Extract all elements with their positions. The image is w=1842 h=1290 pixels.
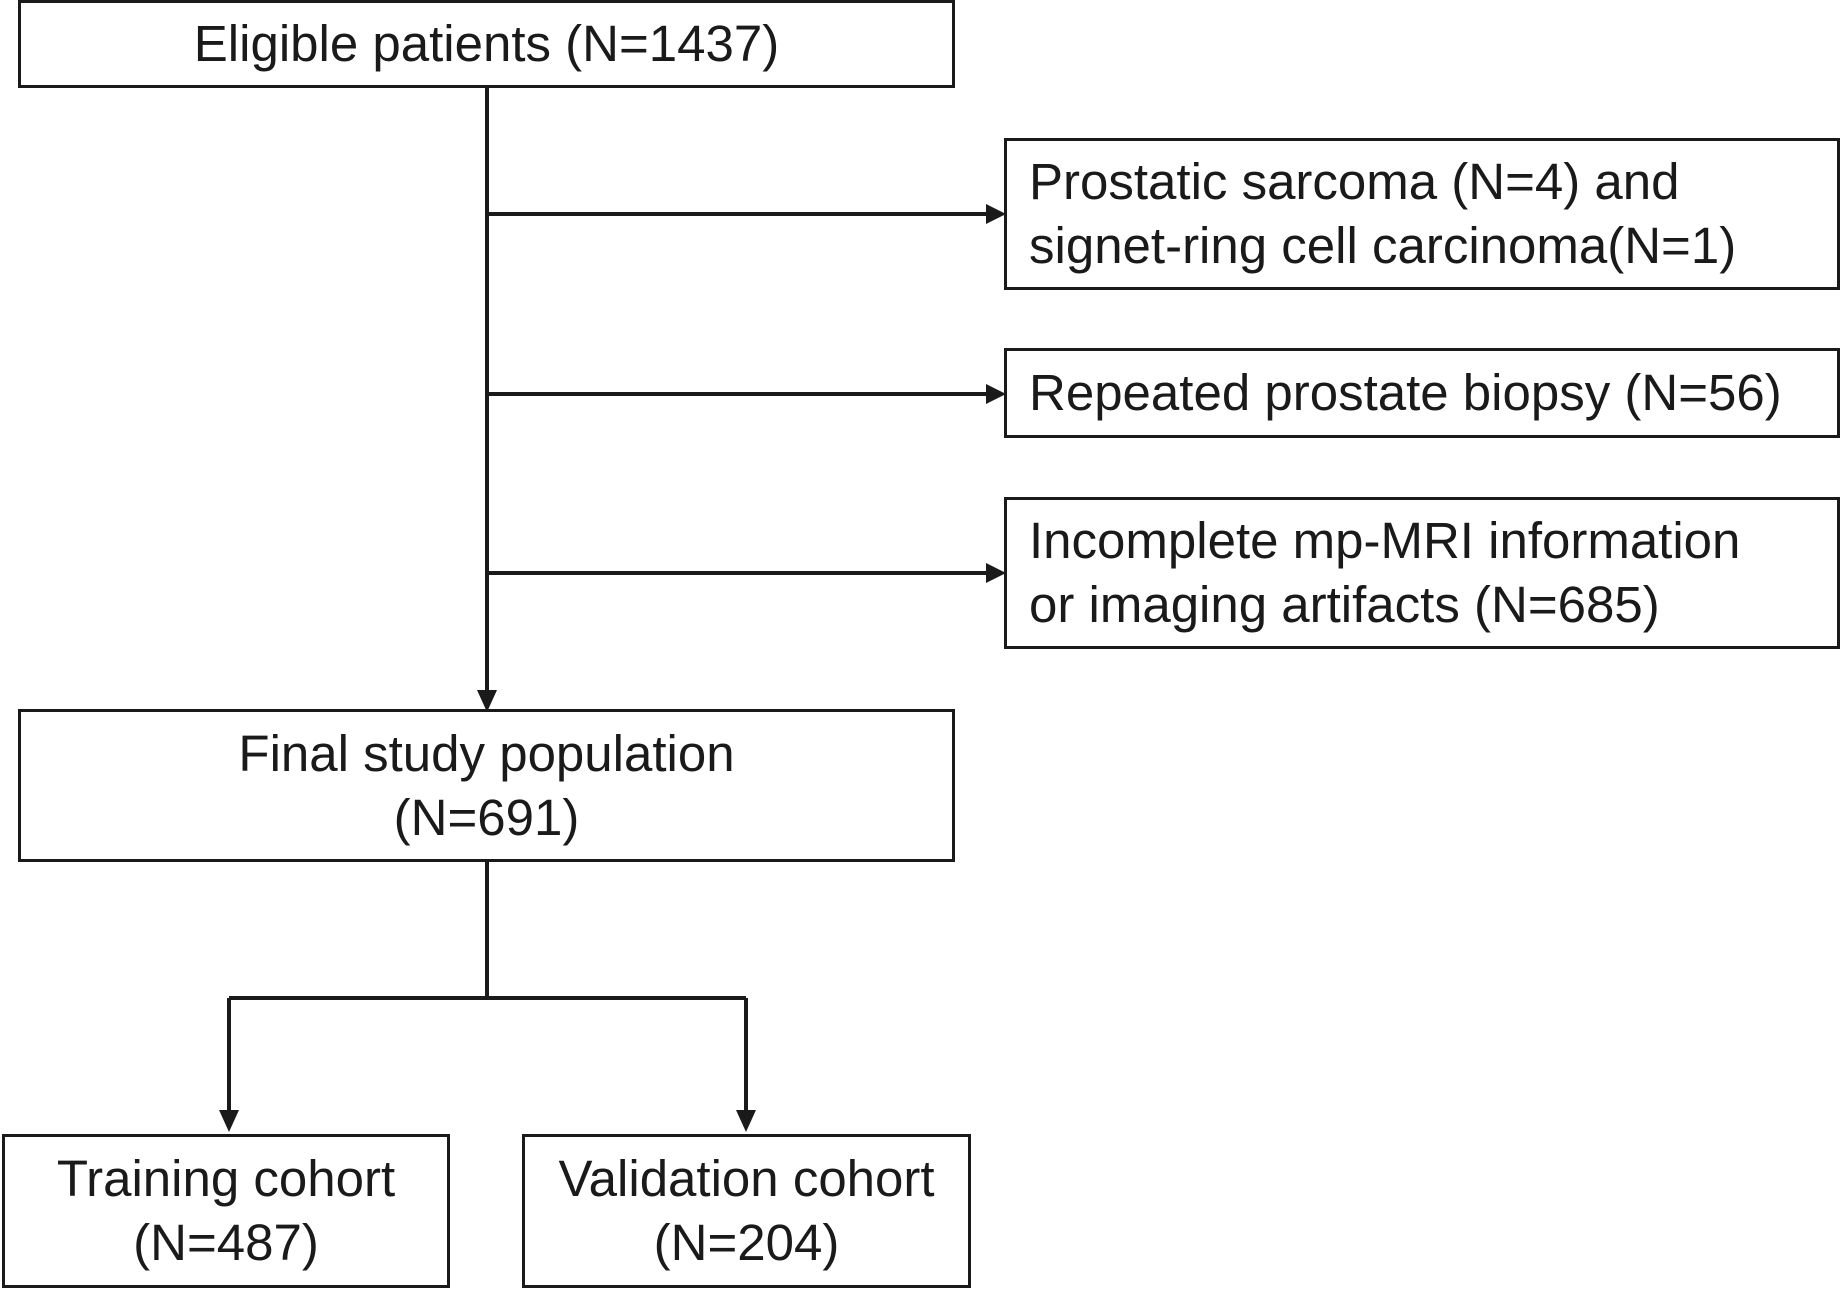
final-population-line-2: (N=691) [393, 788, 580, 846]
exclusion-sarcoma-line-1: Prostatic sarcoma (N=4) and [1029, 153, 1680, 210]
validation-cohort-box: Validation cohort (N=204) [522, 1134, 971, 1288]
exclusion-repeated-biopsy-line-1: Repeated prostate biopsy (N=56) [1029, 364, 1782, 421]
final-population-box: Final study population (N=691) [18, 709, 955, 862]
training-cohort-box: Training cohort (N=487) [2, 1134, 450, 1288]
arrow-to-training [219, 1110, 239, 1132]
final-population-line-1: Final study population [238, 724, 735, 782]
exclusion-incomplete-mri-line-1: Incomplete mp-MRI information [1029, 512, 1741, 569]
exclusion-box-sarcoma: Prostatic sarcoma (N=4) and signet-ring … [1004, 138, 1840, 290]
arrow-to-exclusion-1 [986, 204, 1006, 224]
exclusion-box-incomplete-mri: Incomplete mp-MRI information or imaging… [1004, 497, 1840, 649]
arrow-to-final [477, 690, 497, 712]
arrow-to-validation [736, 1110, 756, 1132]
eligible-patients-label: Eligible patients (N=1437) [193, 15, 780, 72]
training-cohort-line-1: Training cohort [56, 1150, 396, 1207]
training-cohort-line-2: (N=487) [133, 1214, 319, 1271]
exclusion-box-repeated-biopsy: Repeated prostate biopsy (N=56) [1004, 348, 1840, 438]
validation-cohort-line-1: Validation cohort [558, 1150, 935, 1207]
eligible-patients-box: Eligible patients (N=1437) [18, 0, 955, 88]
validation-cohort-line-2: (N=204) [653, 1214, 840, 1271]
exclusion-incomplete-mri-line-2: or imaging artifacts (N=685) [1029, 576, 1660, 633]
exclusion-sarcoma-line-2: signet-ring cell carcinoma(N=1) [1029, 217, 1737, 274]
arrow-to-exclusion-3 [986, 563, 1006, 583]
arrow-to-exclusion-2 [986, 384, 1006, 404]
